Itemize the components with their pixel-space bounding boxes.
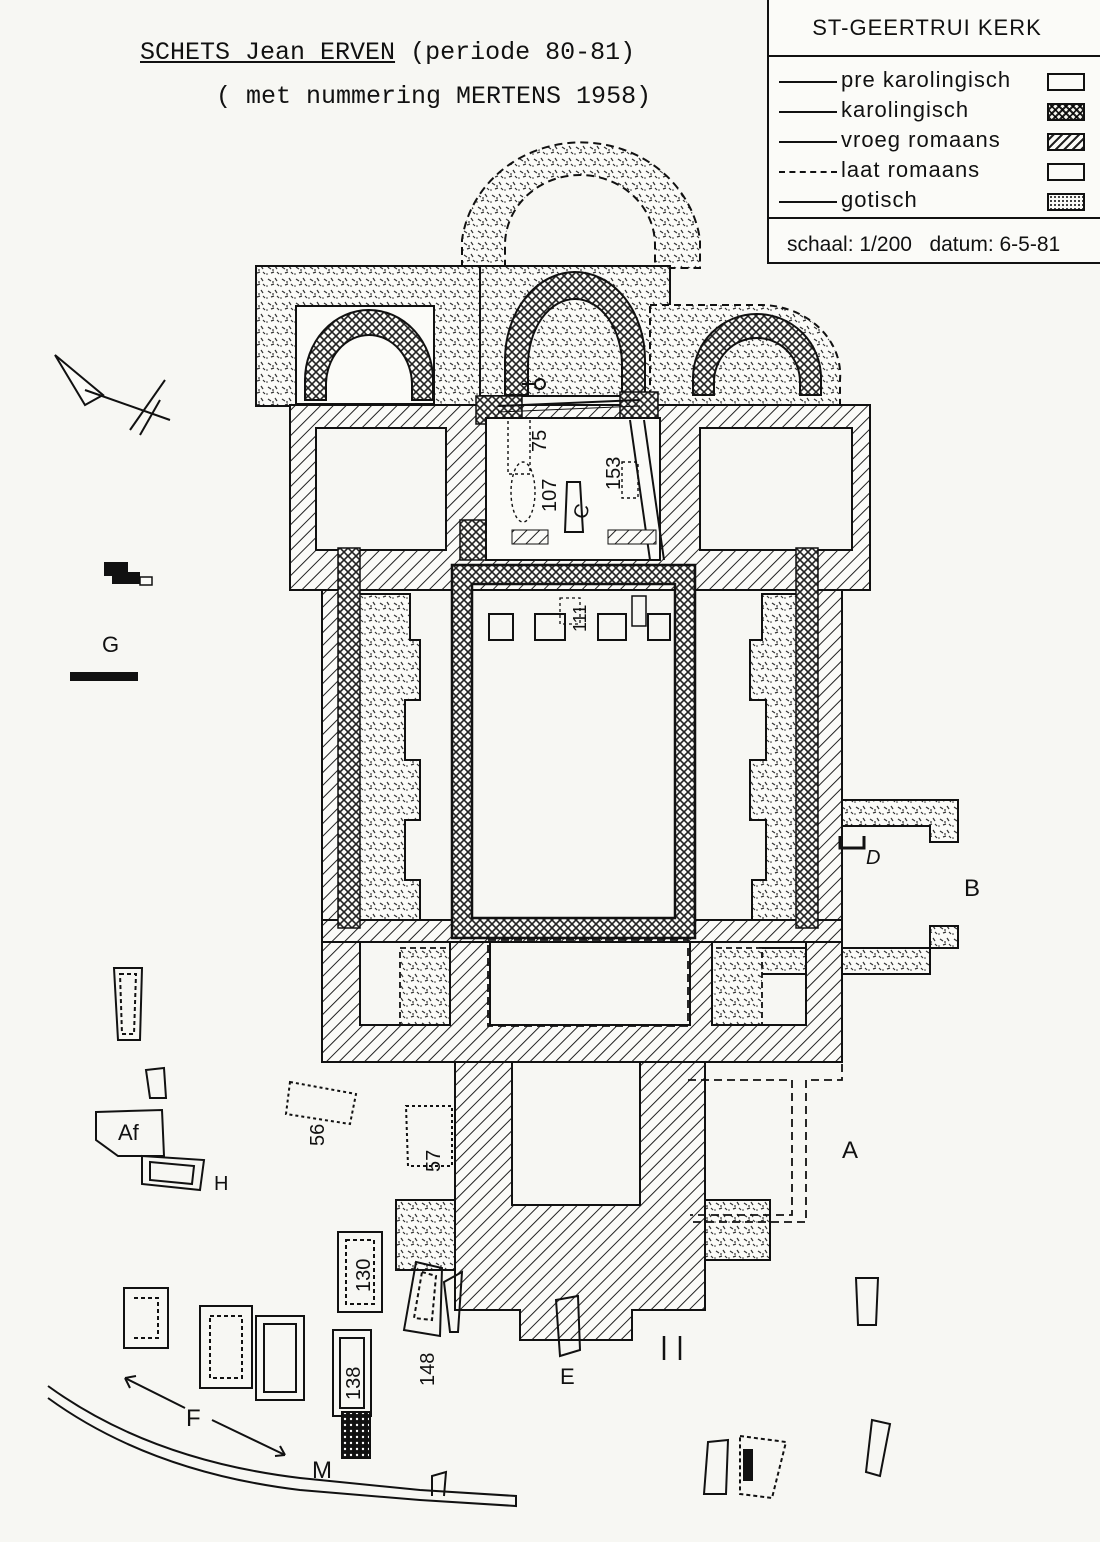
- label-g: G: [102, 632, 119, 657]
- label-h: H: [214, 1173, 228, 1195]
- legend-line: [779, 81, 837, 83]
- legend-swatch-cross-hatch: [1047, 103, 1085, 121]
- label-56: 56: [307, 1124, 329, 1146]
- label-111: 111: [570, 605, 590, 632]
- sketch-title-name: SCHETS Jean ERVEN: [140, 38, 396, 67]
- label-b: B: [964, 875, 980, 902]
- label-148: 148: [417, 1353, 439, 1386]
- legend-scale: schaal: 1/200: [787, 233, 912, 256]
- label-75: 75: [529, 430, 551, 452]
- legend-label: laat romaans: [841, 157, 981, 182]
- label-130: 130: [353, 1259, 375, 1292]
- legend-swatch-dots: [1047, 193, 1085, 211]
- legend-line: [779, 141, 837, 143]
- legend-line: [779, 201, 837, 203]
- river-line: [47, 1385, 517, 1508]
- label-a: A: [842, 1137, 858, 1164]
- late-romanesque-outlines: [359, 939, 843, 1223]
- label-af: Af: [118, 1120, 140, 1145]
- label-d: D: [866, 847, 880, 869]
- graves: [95, 967, 892, 1500]
- sketch-title: SCHETS Jean ERVEN (periode 80-81): [140, 38, 635, 67]
- legend-label: gotisch: [841, 187, 918, 212]
- label-e: E: [560, 1364, 575, 1389]
- legend-label: vroeg romaans: [841, 127, 1001, 152]
- label-c: C: [570, 502, 595, 522]
- legend-label: karolingisch: [841, 97, 970, 122]
- carolingian-apses: [304, 271, 822, 401]
- legend: ST-GEERTRUI KERK pre karolingisch karoli…: [767, 0, 1100, 264]
- legend-swatch-diagonal-hatch: [1047, 133, 1085, 151]
- legend-swatch-empty: [1047, 163, 1085, 181]
- label-m: M: [312, 1457, 332, 1484]
- label-138: 138: [343, 1367, 365, 1400]
- legend-heading: ST-GEERTRUI KERK: [769, 0, 1100, 57]
- north-arrow-icon: [54, 354, 171, 436]
- label-57: 57: [423, 1150, 445, 1172]
- legend-label: pre karolingisch: [841, 67, 1012, 92]
- legend-swatch-empty: [1047, 73, 1085, 91]
- legend-item: laat romaans: [769, 157, 1099, 187]
- legend-item: gotisch: [769, 187, 1099, 217]
- legend-line: [779, 111, 837, 113]
- sketch-subtitle: ( met nummering MERTENS 1958): [216, 82, 652, 111]
- legend-item: pre karolingisch: [769, 67, 1099, 97]
- sketch-title-period: (periode 80-81): [410, 38, 636, 67]
- label-f: F: [186, 1405, 201, 1432]
- f-arrows: [124, 1375, 286, 1457]
- legend-items: pre karolingisch karolingisch vroeg roma…: [769, 57, 1100, 219]
- legend-footer: schaal: 1/200 datum: 6-5-81: [769, 219, 1100, 257]
- legend-line-dashed: [779, 171, 837, 173]
- legend-item: karolingisch: [769, 97, 1099, 127]
- legend-date: datum: 6-5-81: [929, 233, 1061, 256]
- legend-item: vroeg romaans: [769, 127, 1099, 157]
- label-153: 153: [603, 457, 625, 490]
- label-107: 107: [539, 479, 561, 512]
